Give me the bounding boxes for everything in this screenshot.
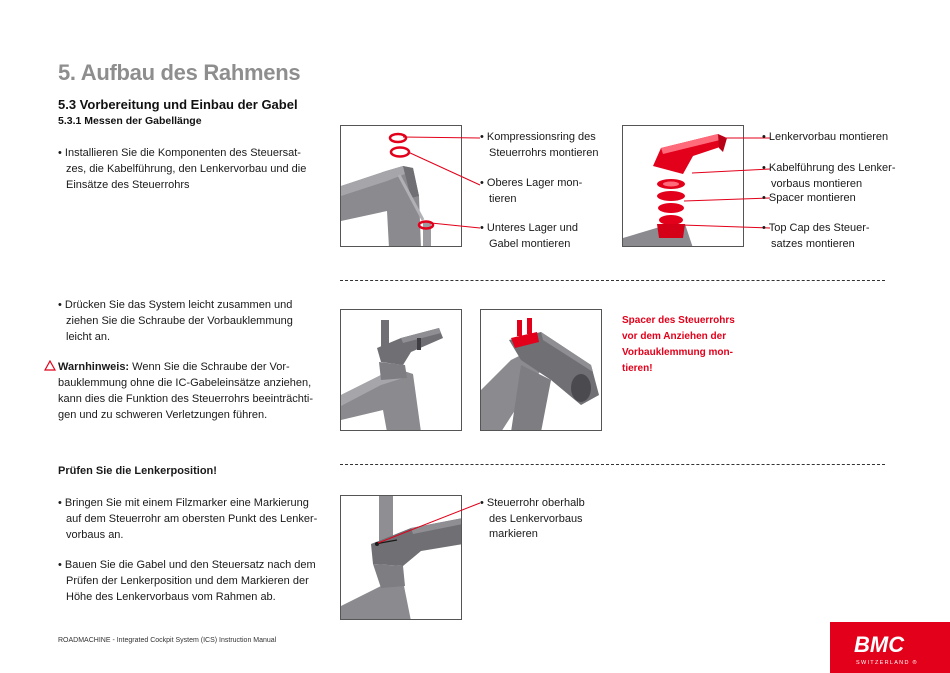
text-line: • Installieren Sie die Komponenten des S… <box>58 147 301 159</box>
text-line: vorbaus montieren <box>771 177 863 190</box>
callout-mark-steerer: • Steuerrohr oberhalb des Lenkervorbaus … <box>480 496 620 543</box>
disassemble-instruction: • Bauen Sie die Gabel und den Steuersatz… <box>58 557 333 605</box>
warning-triangle-icon <box>44 360 56 371</box>
marking-illustration <box>340 495 462 620</box>
text-line: Vorbauklemmung mon- <box>622 347 733 358</box>
leader-lines <box>402 136 481 229</box>
callout-upper-bearing: • Oberes Lager mon- tieren <box>480 176 610 207</box>
warning-first-line: Warnhinweis: Wenn Sie die Schraube der V… <box>44 359 334 375</box>
check-position-title: Prüfen Sie die Lenkerposition! <box>58 465 217 477</box>
callout-mount-stem: • Lenkervorbau montieren <box>762 130 922 146</box>
logo-brand: BMC <box>854 632 905 657</box>
bmc-logo: BMC SWITZERLAND ® <box>830 622 950 673</box>
callout-compression-ring: • Kompressionsring des Steuerrohrs monti… <box>480 130 610 161</box>
text-line: Einsätze des Steuerrohrs <box>66 179 190 191</box>
stem-spacer-icon <box>623 134 727 246</box>
frame-headtube-icon <box>341 132 435 246</box>
text-line: • Oberes Lager mon- <box>480 177 583 189</box>
text-line: • Kabelführung des Lenker- <box>762 162 896 174</box>
text-line: satzes montieren <box>771 237 855 250</box>
callout-cable-guide: • Kabelführung des Lenker- vorbaus monti… <box>762 161 922 192</box>
text-line: tieren! <box>622 363 653 374</box>
callout-spacer: • Spacer montieren <box>762 191 922 207</box>
text-line: • Spacer montieren <box>762 192 856 204</box>
callout-top-cap: • Top Cap des Steuer- satzes montieren <box>762 221 922 252</box>
text-line: vorbaus an. <box>66 529 124 541</box>
text-line: kann dies die Funktion des Steuerrohrs b… <box>58 393 313 405</box>
text-line: • Bauen Sie die Gabel und den Steuersatz… <box>58 559 316 571</box>
bmc-logo-icon: BMC SWITZERLAND ® <box>854 632 918 666</box>
install-instruction: • Installieren Sie die Komponenten des S… <box>58 145 328 193</box>
text-line: Höhe des Lenkervorbaus vom Rahmen ab. <box>66 591 276 603</box>
text-line: zes, die Kabelführung, den Lenkervorbau … <box>66 163 307 175</box>
text-line: Spacer des Steuerrohrs <box>622 315 735 326</box>
text-line: des Lenkervorbaus <box>489 512 583 525</box>
text-line: tieren <box>489 192 517 205</box>
text-line: gen und zu schweren Verletzungen führen. <box>58 409 268 421</box>
warning-block: Warnhinweis: Wenn Sie die Schraube der V… <box>44 359 334 423</box>
logo-tagline: SWITZERLAND ® <box>856 659 918 666</box>
spacer-closeup-illustration <box>480 309 602 431</box>
text-line: auf dem Steuerrohr am obersten Punkt des… <box>66 513 318 525</box>
text-line: • Kompressionsring des <box>480 131 596 143</box>
compress-instruction: • Drücken Sie das System leicht zusammen… <box>58 297 328 345</box>
text-line: ziehen Sie die Schraube der Vorbauklemmu… <box>66 315 293 327</box>
leader-lines <box>377 502 481 544</box>
leader-lines <box>681 137 771 229</box>
divider <box>340 464 885 465</box>
text-line: Prüfen der Lenkerposition und dem Markie… <box>66 575 309 587</box>
text-line: • Steuerrohr oberhalb <box>480 497 585 509</box>
page-title: 5. Aufbau des Rahmens <box>58 60 301 85</box>
divider <box>340 280 885 281</box>
text-line: Steuerrohrs montieren <box>489 146 599 159</box>
stem-assembly-illustration <box>622 125 744 247</box>
text-line: vor dem Anziehen der <box>622 331 727 342</box>
steerer-mark-icon <box>341 496 461 619</box>
text-line: bauklemmung ohne die IC-Gabeleinsätze an… <box>58 377 312 389</box>
text-line: • Unteres Lager und <box>480 222 579 234</box>
frame-stem-icon <box>341 320 443 430</box>
text-line: Wenn Sie die Schraube der Vor- <box>129 361 290 373</box>
text-line: leicht an. <box>66 331 111 343</box>
marker-instruction: • Bringen Sie mit einem Filzmarker eine … <box>58 495 333 543</box>
text-line: • Bringen Sie mit einem Filzmarker eine … <box>58 497 309 509</box>
callout-lower-bearing: • Unteres Lager und Gabel montieren <box>480 221 610 252</box>
text-line: • Lenkervorbau montieren <box>762 131 889 143</box>
stem-closeup-icon <box>481 318 599 430</box>
subsection-title: 5.3.1 Messen der Gabellänge <box>58 115 202 127</box>
stem-tighten-illustration <box>340 309 462 431</box>
warning-label: Warnhinweis: <box>58 361 130 373</box>
section-title: 5.3 Vorbereitung und Einbau der Gabel <box>58 97 298 112</box>
text-line: Gabel montieren <box>489 237 571 250</box>
spacer-warning-note: Spacer des Steuerrohrs vor dem Anziehen … <box>622 313 762 377</box>
text-line: markieren <box>489 528 538 540</box>
text-line: • Drücken Sie das System leicht zusammen… <box>58 299 293 311</box>
text-line: • Top Cap des Steuer- <box>762 222 870 234</box>
manual-footer: ROADMACHINE - Integrated Cockpit System … <box>58 637 277 644</box>
headset-bearing-illustration <box>340 125 462 247</box>
